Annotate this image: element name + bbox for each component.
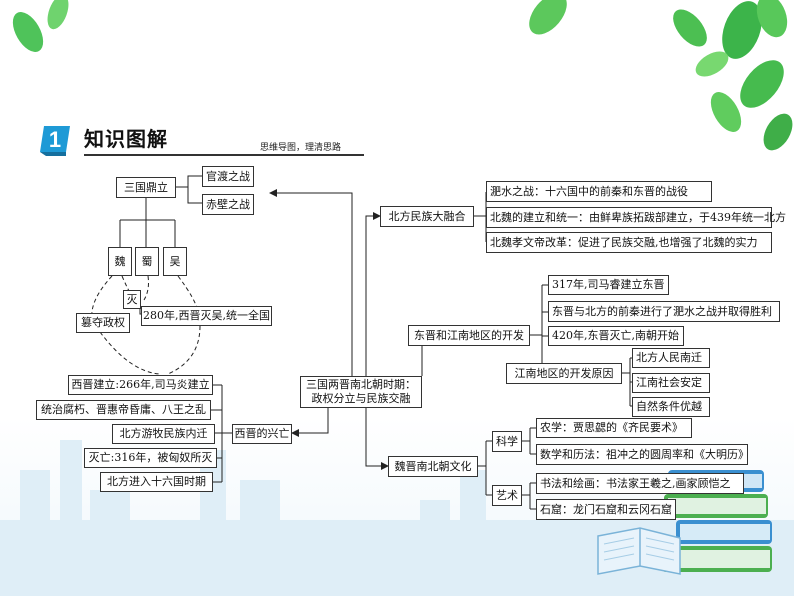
node-shu[interactable]: 蜀 [135,247,159,276]
root-line-2: 政权分立与民族交融 [311,392,411,405]
node-ziran[interactable]: 自然条件优越 [632,397,710,417]
node-anding[interactable]: 江南社会安定 [632,373,710,393]
node-beifang-ronghe[interactable]: 北方民族大融合 [380,206,474,227]
node-wei[interactable]: 魏 [108,247,132,276]
section-subtitle: 思维导图，理清思路 [260,143,342,153]
node-kexue[interactable]: 科学 [492,431,522,452]
node-wenhua[interactable]: 魏晋南北朝文化 [388,456,478,477]
node-nanqian[interactable]: 北方人民南迁 [632,348,710,368]
node-yishu[interactable]: 艺术 [492,485,522,506]
node-shiliuguo[interactable]: 北方进入十六国时期 [100,472,213,492]
node-dongjin-kaifa[interactable]: 东晋和江南地区的开发 [408,325,530,346]
node-nongxue[interactable]: 农学：贾思勰的《齐民要术》 [536,418,692,438]
node-mie[interactable]: 灭 [123,290,141,309]
node-guandu[interactable]: 官渡之战 [202,166,254,187]
node-tongzhi-fuxiu[interactable]: 统治腐朽、晋惠帝昏庸、八王之乱 [36,400,211,420]
leaf-decoration-right-icon [529,0,793,151]
node-dongjin-jianli[interactable]: 317年,司马睿建立东晋 [548,275,669,295]
node-shuxue-lifa[interactable]: 数学和历法：祖冲之的圆周率和《大明历》 [536,444,749,465]
node-root[interactable]: 三国两晋南北朝时期： 政权分立与民族交融 [300,376,422,408]
node-shiku[interactable]: 石窟：龙门石窟和云冈石窟 [536,499,676,520]
node-feishui[interactable]: 淝水之战：十六国中的前秦和东晋的战役 [486,181,712,202]
open-book-icon [597,527,681,575]
section-title: 知识图解 [84,127,168,151]
title-underline [84,154,364,156]
node-xijin-wangguo[interactable]: 灭亡:316年，被匈奴所灭 [84,448,217,468]
node-youmu-neiqian[interactable]: 北方游牧民族内迁 [112,424,215,444]
node-dongjin-shengli[interactable]: 东晋与北方的前秦进行了淝水之战并取得胜利 [548,301,780,322]
node-xijin-mie-wu[interactable]: 280年,西晋灭吴,统一全国 [141,306,272,326]
root-line-1: 三国两晋南北朝时期： [306,378,416,392]
node-wu[interactable]: 吴 [163,247,187,276]
section-number-badge-icon: 1 [40,126,70,156]
node-xiaowen-gaige[interactable]: 北魏孝文帝改革：促进了民族交融,也增强了北魏的实力 [486,232,772,253]
svg-text:1: 1 [49,127,61,152]
node-xijin-jianli[interactable]: 西晋建立:266年,司马炎建立 [68,375,213,395]
node-sanguo-dingli[interactable]: 三国鼎立 [116,177,176,198]
node-xijin-xingwang[interactable]: 西晋的兴亡 [232,424,292,444]
node-shufa-huihua[interactable]: 书法和绘画：书法家王羲之,画家顾恺之 [536,473,744,494]
node-chibi[interactable]: 赤壁之战 [202,194,254,215]
node-cuanduo-zhengquan[interactable]: 篡夺政权 [76,313,130,333]
leaf-decoration-left-icon [12,0,69,52]
node-nanchao-kaishi[interactable]: 420年,东晋灭亡,南朝开始 [548,326,684,346]
node-beiwei-tongyi[interactable]: 北魏的建立和统一：由鲜卑族拓跋部建立，于439年统一北方 [486,207,786,228]
node-jiangnan-yuanyin[interactable]: 江南地区的开发原因 [506,363,622,384]
